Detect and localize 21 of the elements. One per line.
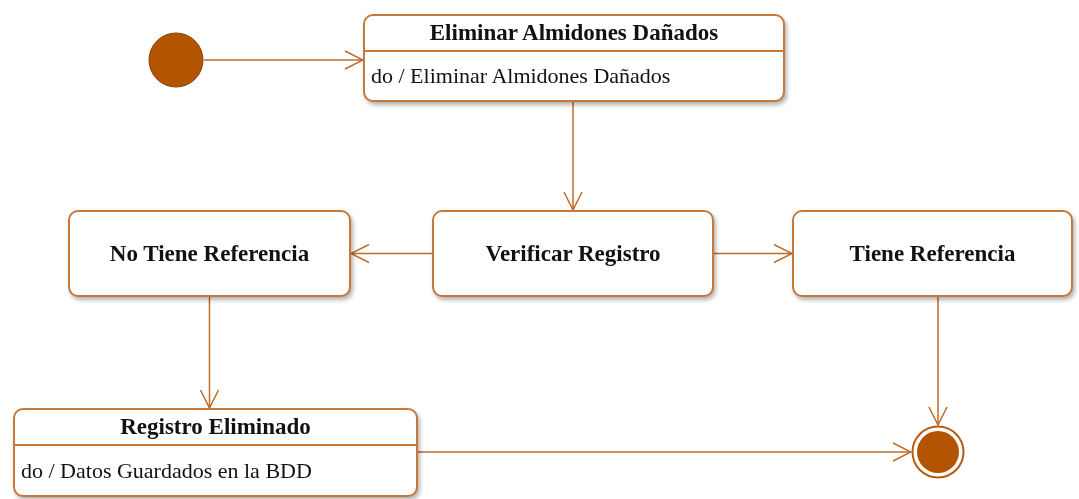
state-activity: do / Datos Guardados en la BDD	[15, 444, 416, 495]
state-box	[363, 14, 785, 102]
state-name: Verificar Registro	[484, 239, 662, 268]
state-activity: do / Eliminar Almidones Dañados	[365, 50, 783, 100]
state-box	[432, 210, 714, 297]
arrow	[350, 243, 433, 264]
state-box	[792, 210, 1073, 297]
state-name: No Tiene Referencia	[108, 239, 311, 268]
state-box	[13, 408, 418, 497]
state-name: Eliminar Almidones Dañados	[428, 19, 720, 47]
arrow	[199, 296, 220, 409]
arrow	[928, 296, 948, 426]
state-name: Registro Eliminado	[119, 413, 312, 441]
final-state	[911, 425, 965, 479]
state-box	[68, 210, 351, 297]
arrow	[563, 101, 583, 211]
arrow	[203, 50, 364, 70]
initial-state	[148, 32, 204, 88]
state-name: Tiene Referencia	[848, 239, 1017, 268]
arrow	[417, 442, 912, 462]
arrow	[713, 243, 793, 264]
